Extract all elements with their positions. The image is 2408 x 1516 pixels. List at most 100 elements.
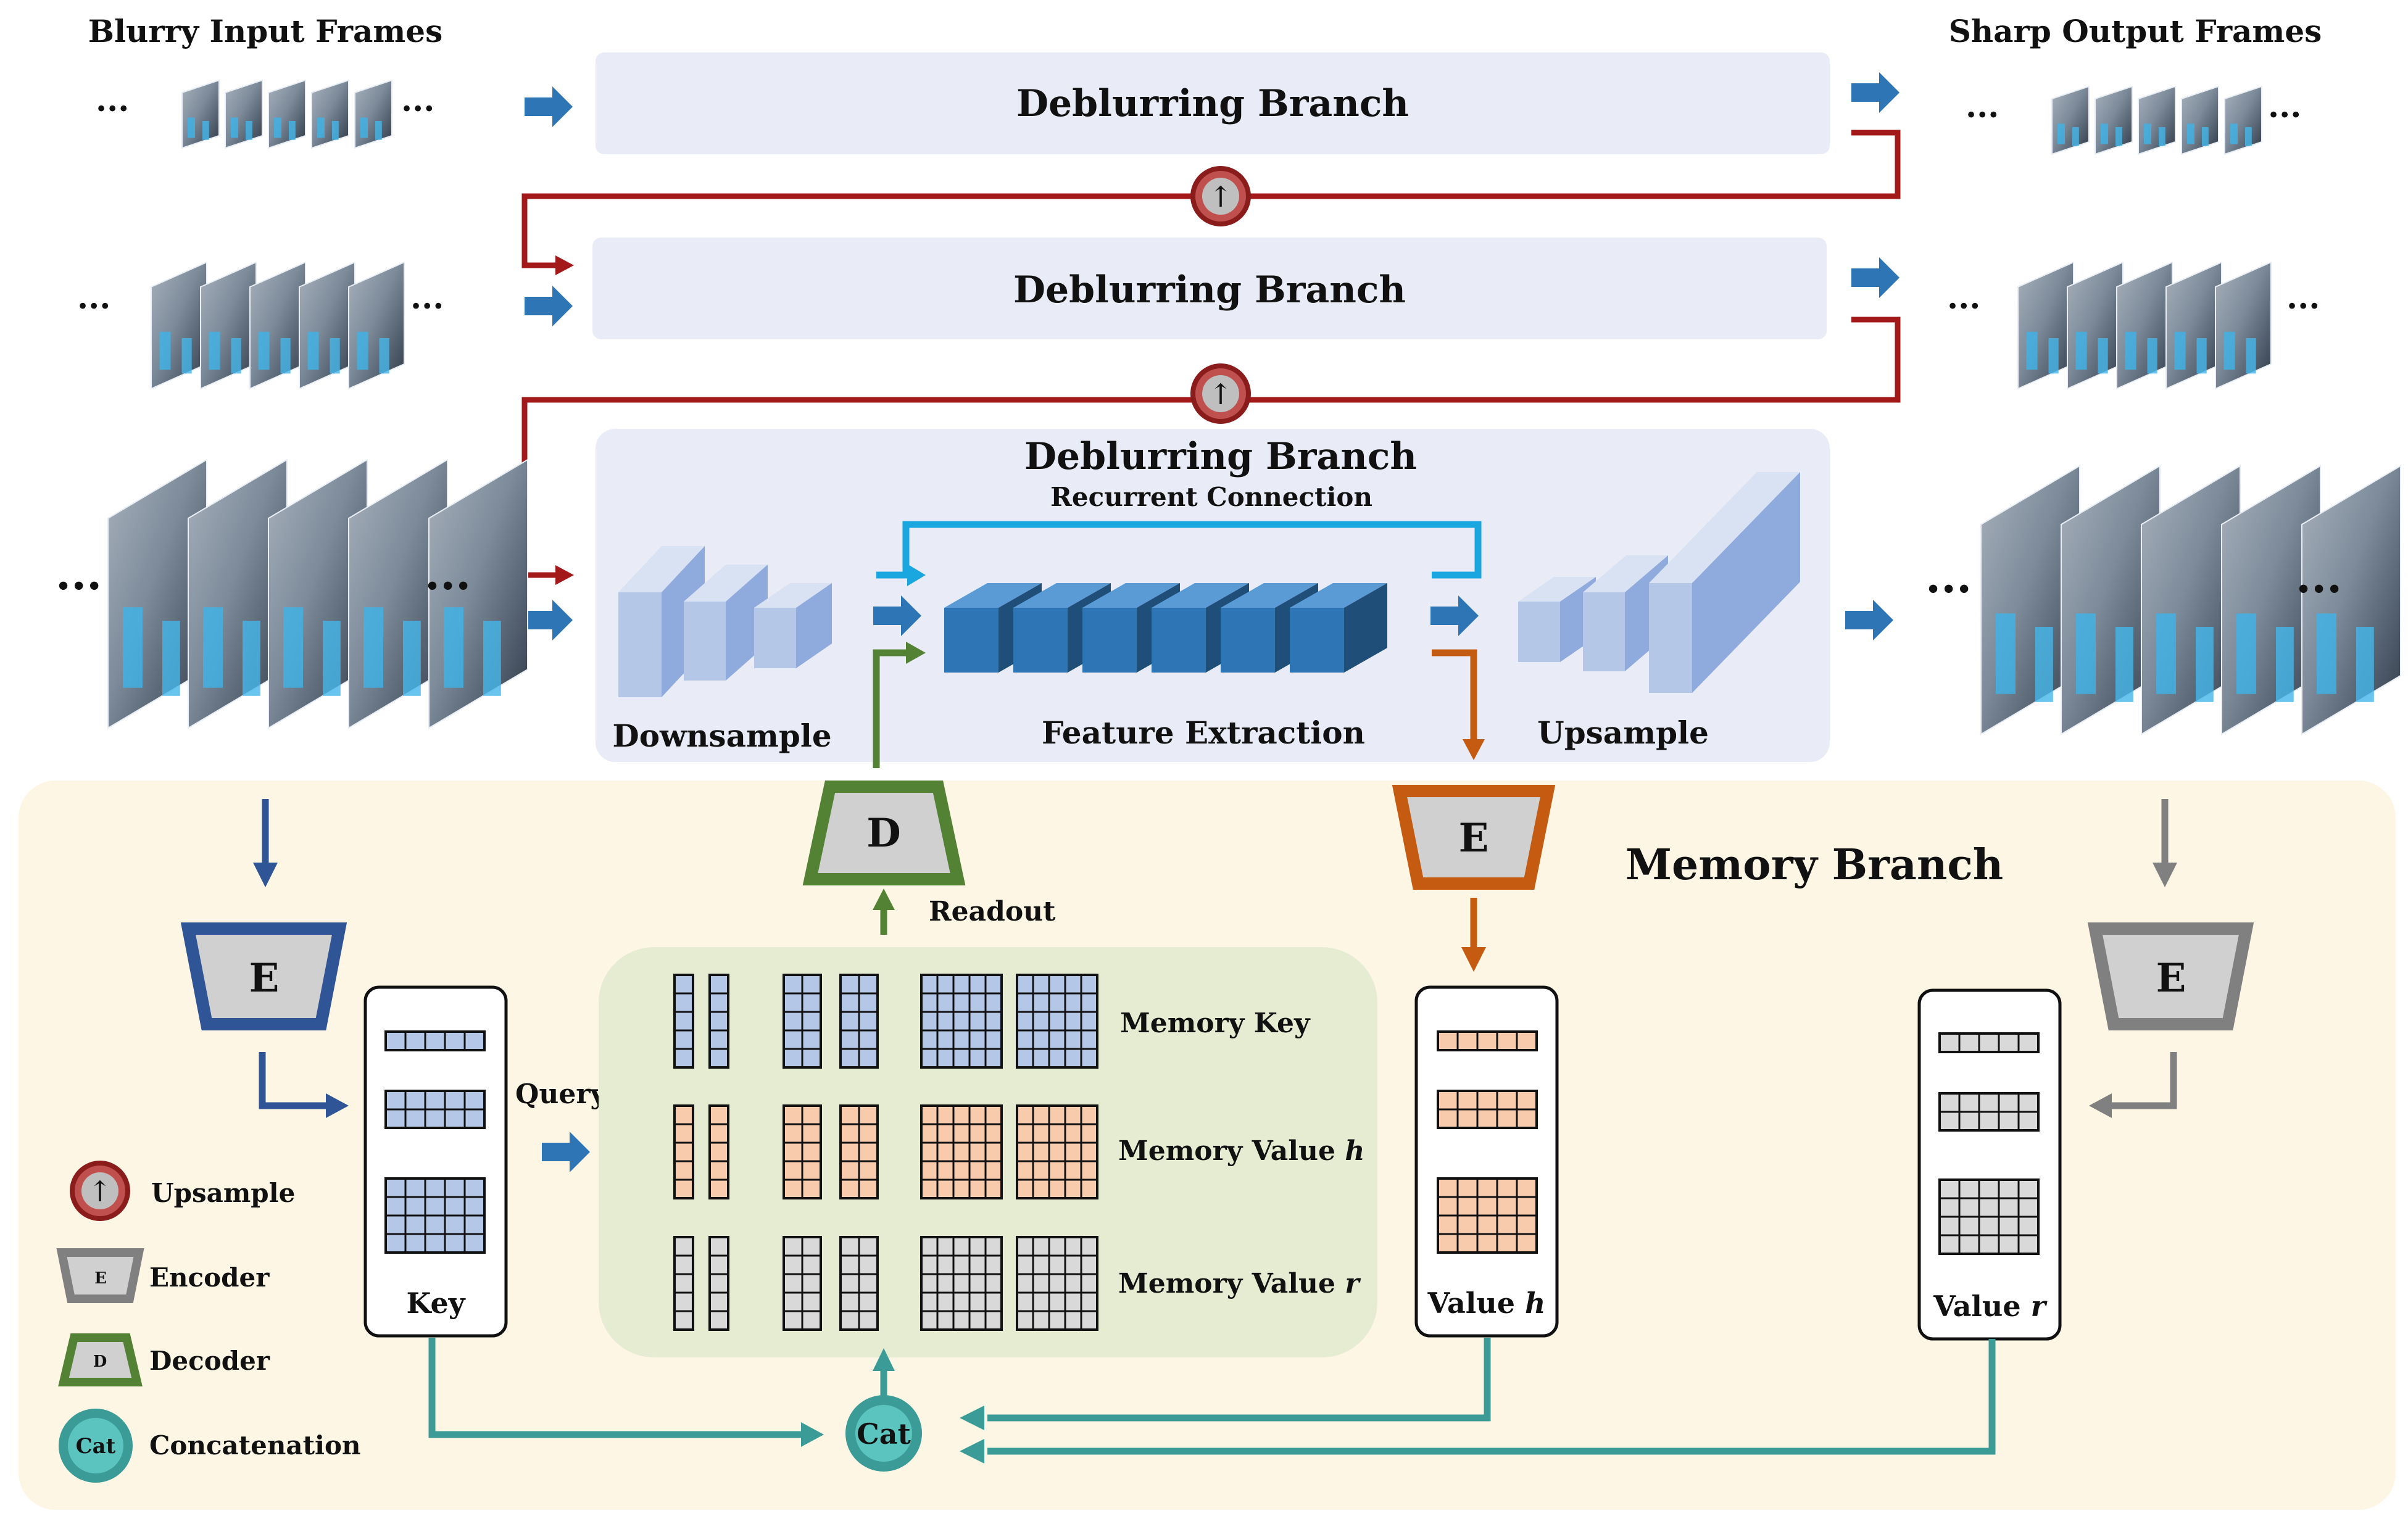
output-frames-header: Sharp Output Frames: [1949, 13, 2322, 49]
svg-text:...: ...: [2268, 88, 2301, 125]
memory-value-r-grid: [839, 1236, 879, 1331]
value-r-label: Value r: [1933, 1290, 2048, 1323]
svg-text:...: ...: [1947, 279, 1980, 317]
downsample-block: [754, 583, 832, 668]
deblurring-branch-box-1: [596, 52, 1830, 154]
key-encoder: E: [180, 922, 347, 1030]
memory-value-h-grid: [920, 1104, 1003, 1199]
svg-text:Cat: Cat: [76, 1434, 116, 1459]
legend-encoder-icon: E: [56, 1248, 144, 1303]
svg-text:E: E: [1459, 815, 1489, 861]
svg-text:...: ...: [1925, 550, 1972, 603]
memory-value-h-label: Memory Value h: [1118, 1135, 1364, 1167]
svg-text:↑: ↑: [1209, 180, 1233, 213]
svg-text:...: ...: [410, 279, 444, 317]
memory-value-r-label: Memory Value r: [1118, 1268, 1361, 1299]
value-h-arrow: [1461, 898, 1486, 972]
deblurring-branch-title-2: Deblurring Branch: [1013, 268, 1406, 312]
memory-value-r-grid: [673, 1236, 694, 1331]
svg-text:...: ...: [1966, 88, 1999, 125]
legend-encoder-label: Encoder: [149, 1262, 270, 1293]
memory-value-r-grid: [1016, 1236, 1098, 1331]
frame-ellipses: ... ... ... ... ... ... ... ... ... ... …: [56, 81, 2342, 603]
key-grid-medium: [384, 1090, 486, 1129]
recurrent-connection-label: Recurrent Connection: [1050, 482, 1372, 512]
svg-text:D: D: [866, 810, 901, 856]
svg-text:...: ...: [96, 81, 129, 119]
decoder: D: [802, 781, 966, 885]
memory-value-h-grid: [839, 1104, 879, 1199]
memory-key-grid: [1016, 974, 1098, 1069]
legend-decoder-label: Decoder: [149, 1346, 270, 1376]
input-frames-header: Blurry Input Frames: [88, 13, 443, 49]
memory-value-h-grid: [783, 1104, 822, 1199]
legend-decoder-icon: D: [58, 1333, 143, 1386]
memory-key-grid: [708, 974, 729, 1069]
concat-lines: [428, 1338, 1996, 1455]
memory-value-h-grid: [1016, 1104, 1098, 1199]
key-grid-small: [384, 1030, 486, 1051]
upsample-icon-2: ↑: [1190, 363, 1251, 424]
value-r-grid-medium: [1938, 1092, 2040, 1132]
svg-text:D: D: [93, 1352, 107, 1371]
legend-concat-label: Concatenation: [149, 1430, 361, 1460]
value-r-grid-large: [1938, 1178, 2040, 1255]
down-arrow-right: [2153, 799, 2177, 887]
sharp-frames-small: [2051, 85, 2262, 155]
key-label: Key: [407, 1286, 466, 1320]
blurry-frames-small: [181, 79, 392, 149]
svg-text:...: ...: [77, 279, 110, 317]
upsample-block: [1518, 577, 1596, 662]
feature-grids: [384, 974, 2040, 1331]
value-r-encoder: E: [2087, 922, 2254, 1030]
memory-key-grid: [783, 974, 822, 1069]
memory-key-grid: [839, 974, 879, 1069]
decoder-readout-path: [873, 642, 926, 768]
svg-text:...: ...: [401, 81, 434, 119]
memory-key-grid: [920, 974, 1003, 1069]
value-h-encoder: E: [1392, 785, 1556, 890]
down-arrow-left: [253, 799, 278, 887]
blurry-frames-medium: [151, 261, 405, 390]
readout-label: Readout: [929, 896, 1056, 927]
concat-arrowheads: [801, 1348, 984, 1464]
concatenation-node: Cat: [845, 1395, 922, 1472]
red-arrowheads: [555, 255, 574, 585]
svg-text:...: ...: [425, 547, 471, 600]
value-r-grid-small: [1938, 1032, 2040, 1053]
encoder-h-path: [1432, 649, 1485, 760]
sharp-frames-large: [1980, 465, 2401, 735]
query-arrow: [542, 1132, 590, 1172]
value-h-grid-medium: [1437, 1090, 1538, 1129]
feature-extraction-label: Feature Extraction: [1042, 715, 1365, 751]
svg-text:E: E: [2156, 955, 2186, 1001]
upsample-icon-1: ↑: [1190, 166, 1251, 226]
upsample-block: [1649, 472, 1800, 693]
value-r-elbow-arrow: [2089, 1052, 2177, 1118]
downsample-label: Downsample: [612, 718, 831, 754]
frame-stacks: [107, 79, 2401, 735]
memory-branch-title: Memory Branch: [1625, 840, 2004, 890]
key-elbow-arrow: [259, 1052, 349, 1118]
downsample-blocks: [618, 546, 832, 697]
blue-flow-arrows: [525, 72, 1899, 640]
legend-upsample-label: Upsample: [151, 1178, 295, 1208]
deblurring-branch-box-2: [592, 238, 1827, 339]
value-h-grid-small: [1437, 1030, 1538, 1051]
legend: ↑ Upsample E Encoder D Decoder Cat Conca…: [56, 1161, 361, 1483]
upsample-label: Upsample: [1537, 715, 1709, 751]
readout-arrow: [873, 888, 895, 935]
memory-value-r-grid: [920, 1236, 1003, 1331]
svg-text:...: ...: [2296, 550, 2342, 603]
deblurring-branch-title-1: Deblurring Branch: [1016, 82, 1409, 125]
recurrent-connection-arrow: [876, 521, 1482, 586]
deblurring-branch-title-3: Deblurring Branch: [1024, 435, 1417, 478]
memory-value-r-grid: [708, 1236, 729, 1331]
blurry-frames-large: [107, 458, 528, 729]
legend-upsample-icon: ↑: [70, 1161, 130, 1221]
svg-text:Cat: Cat: [857, 1417, 911, 1451]
memory-key-label: Memory Key: [1120, 1008, 1311, 1039]
svg-text:↑: ↑: [1209, 378, 1233, 411]
memory-value-r-grid: [783, 1236, 822, 1331]
upsample-blocks: [1518, 472, 1800, 693]
